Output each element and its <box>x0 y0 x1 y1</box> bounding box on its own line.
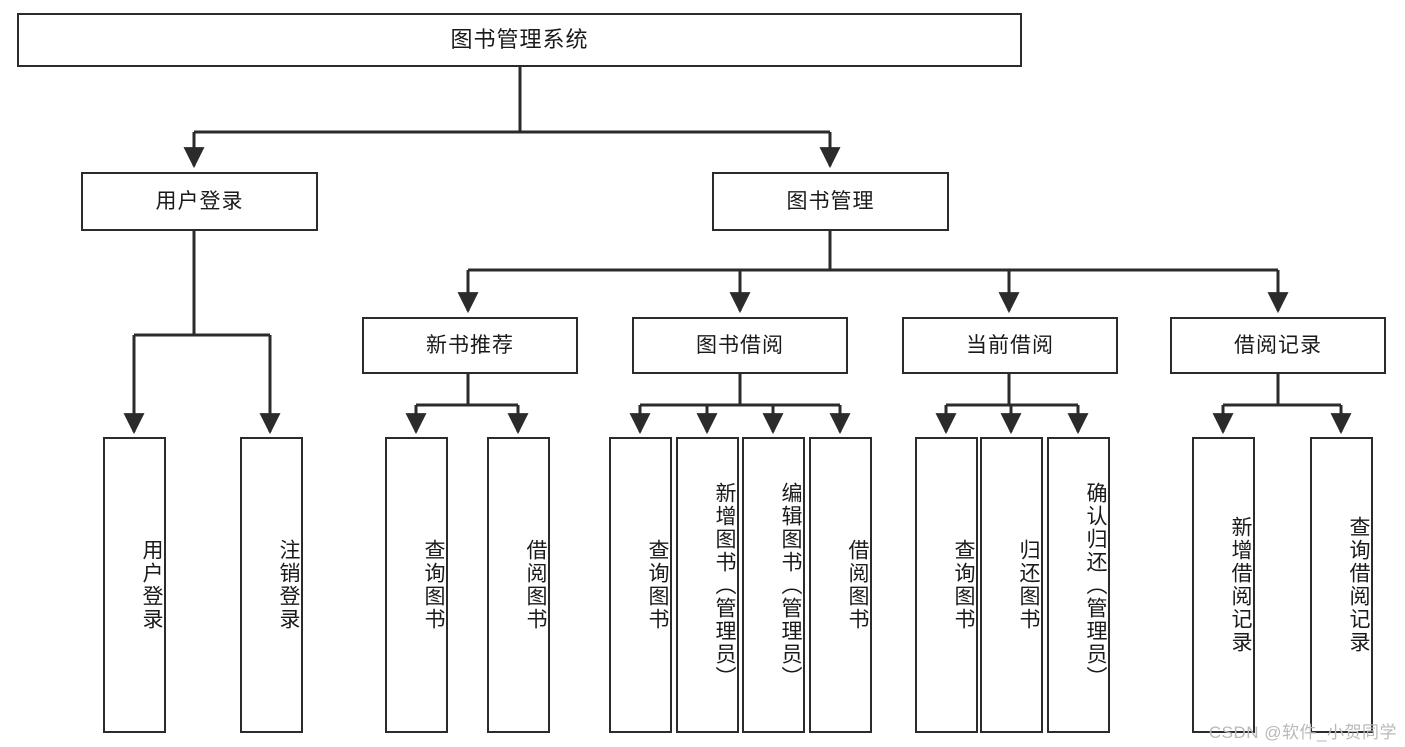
node-borrow-record-label: 借阅记录 <box>1234 333 1322 357</box>
node-book-manage-label: 图书管理 <box>786 189 875 213</box>
leaf-add-book-label: 新增图书（管理员） <box>713 481 736 689</box>
leaf-confirm-return-label: 确认归还（管理员） <box>1084 481 1107 689</box>
node-book-manage[interactable]: 图书管理 <box>712 172 949 231</box>
leaf-return-book[interactable]: 归还图书 <box>980 437 1043 733</box>
leaf-query-book-3-label: 查询图书 <box>952 539 975 631</box>
node-current-borrow[interactable]: 当前借阅 <box>902 317 1118 374</box>
node-borrow-record[interactable]: 借阅记录 <box>1170 317 1386 374</box>
node-current-borrow-label: 当前借阅 <box>966 333 1054 357</box>
leaf-logout-login-label: 注销登录 <box>277 539 300 631</box>
leaf-query-record-label: 查询借阅记录 <box>1347 516 1370 654</box>
leaf-query-book-3[interactable]: 查询图书 <box>915 437 978 733</box>
node-user-login[interactable]: 用户登录 <box>81 172 318 231</box>
node-root[interactable]: 图书管理系统 <box>17 13 1022 67</box>
node-user-login-label: 用户登录 <box>155 189 244 213</box>
leaf-query-book-2-label: 查询图书 <box>646 539 669 631</box>
leaf-borrow-book-1[interactable]: 借阅图书 <box>487 437 550 733</box>
leaf-edit-book[interactable]: 编辑图书（管理员） <box>742 437 805 733</box>
leaf-borrow-book-1-label: 借阅图书 <box>524 539 547 631</box>
leaf-user-login-label: 用户登录 <box>140 539 163 631</box>
node-new-book-recommend-label: 新书推荐 <box>426 333 514 357</box>
leaf-user-login[interactable]: 用户登录 <box>103 437 166 733</box>
leaf-logout-login[interactable]: 注销登录 <box>240 437 303 733</box>
node-book-borrow[interactable]: 图书借阅 <box>632 317 848 374</box>
node-root-label: 图书管理系统 <box>450 26 589 52</box>
leaf-return-book-label: 归还图书 <box>1017 539 1040 631</box>
node-book-borrow-label: 图书借阅 <box>696 333 784 357</box>
leaf-confirm-return[interactable]: 确认归还（管理员） <box>1047 437 1110 733</box>
leaf-query-book-1-label: 查询图书 <box>422 539 445 631</box>
leaf-query-book-1[interactable]: 查询图书 <box>385 437 448 733</box>
node-new-book-recommend[interactable]: 新书推荐 <box>362 317 578 374</box>
leaf-add-record-label: 新增借阅记录 <box>1229 516 1252 654</box>
leaf-query-record[interactable]: 查询借阅记录 <box>1310 437 1373 733</box>
leaf-borrow-book-2[interactable]: 借阅图书 <box>809 437 872 733</box>
leaf-add-book[interactable]: 新增图书（管理员） <box>676 437 739 733</box>
watermark-text: CSDN @软件_小贺同学 <box>1208 723 1397 742</box>
leaf-borrow-book-2-label: 借阅图书 <box>846 539 869 631</box>
leaf-query-book-2[interactable]: 查询图书 <box>609 437 672 733</box>
leaf-add-record[interactable]: 新增借阅记录 <box>1192 437 1255 733</box>
leaf-edit-book-label: 编辑图书（管理员） <box>779 481 802 689</box>
